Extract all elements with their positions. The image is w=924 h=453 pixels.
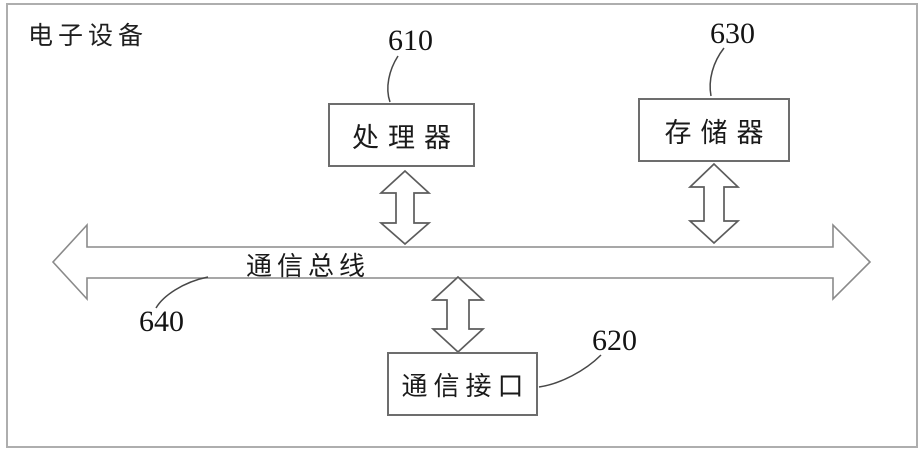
processor-box: 处理器 [328, 103, 475, 167]
interface-bus-arrow-icon [430, 275, 486, 354]
comm-interface-box: 通信接口 [387, 352, 538, 416]
processor-bus-arrow-icon [378, 169, 432, 246]
ref-number-processor: 610 [388, 24, 433, 57]
ref-number-memory: 630 [710, 17, 755, 50]
comm-interface-label: 通信接口 [401, 371, 530, 401]
leader-620 [538, 354, 602, 388]
figure-border [6, 3, 918, 448]
memory-label: 存储器 [664, 117, 773, 148]
bus-double-arrow-icon [51, 222, 872, 302]
leader-640 [155, 276, 209, 309]
memory-box: 存储器 [638, 98, 790, 162]
bus-label: 通信总线 [246, 252, 371, 281]
ref-number-bus: 640 [139, 305, 184, 338]
leader-610 [387, 55, 399, 103]
figure-title: 电子设备 [28, 23, 149, 50]
memory-bus-arrow-icon [687, 162, 741, 245]
ref-number-comm-interface: 620 [592, 324, 637, 357]
leader-630 [709, 47, 725, 97]
processor-label: 处理器 [352, 122, 460, 153]
